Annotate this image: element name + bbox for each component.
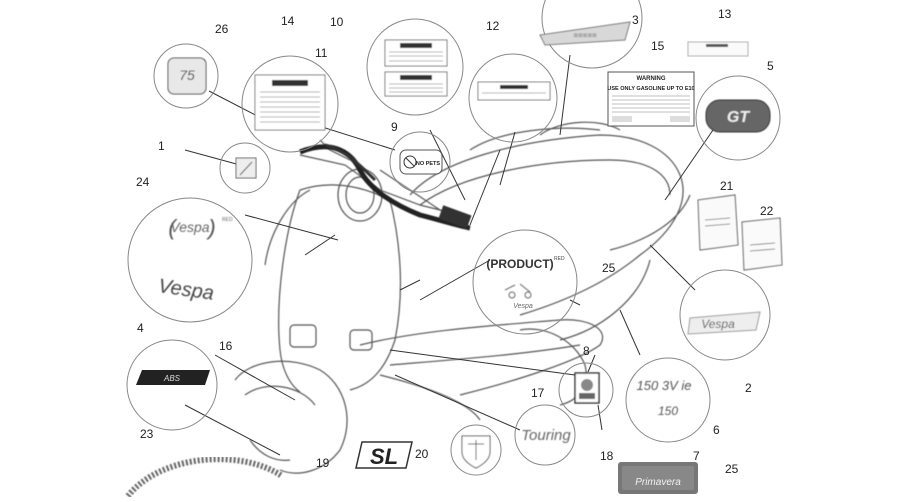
callout-10: 10 <box>330 15 344 29</box>
scooter-body-drawing <box>234 121 691 474</box>
decal-1 <box>235 157 257 179</box>
decal-19-sl: SL <box>355 441 413 469</box>
callout-7: 7 <box>693 449 700 463</box>
decal-5-gt-logo: GT <box>705 99 771 133</box>
vespa-script-2: Vespa <box>701 317 735 331</box>
no-pets-text: NO PETS <box>416 161 440 167</box>
callout-23: 23 <box>140 427 154 441</box>
sl-text: SL <box>370 444 398 469</box>
decal-23-arc-stripe <box>125 456 284 498</box>
svg-text:75: 75 <box>179 67 195 83</box>
callout-2: 2 <box>745 381 752 395</box>
callout-21: 21 <box>720 179 734 193</box>
decal-10-11-labels <box>384 39 448 97</box>
callout-19: 19 <box>316 456 330 470</box>
vespa-script-24: Vespa <box>170 219 209 235</box>
decal-24-vespa-red: ( Vespa ) RED <box>168 215 233 240</box>
decal-2-vespa-side: Vespa <box>687 311 761 335</box>
callout-circles <box>126 0 781 476</box>
decal-26-badge: 75 <box>167 57 207 95</box>
primavera-text: Primavera <box>635 477 681 488</box>
callout-14: 14 <box>281 14 295 28</box>
callout-8: 8 <box>583 344 590 358</box>
decal-16-abs: ABS <box>136 370 210 385</box>
callout-13: 13 <box>718 7 732 21</box>
handlebar-wiring <box>299 143 472 231</box>
warning-15-line1: USE ONLY GASOLINE UP TO E10 <box>607 86 694 92</box>
callout-26: 26 <box>215 22 229 36</box>
callout-11: 11 <box>315 46 328 60</box>
gt-text: GT <box>727 109 750 126</box>
leader-lines <box>179 54 714 456</box>
decal-20-shield <box>461 435 491 469</box>
callout-1: 1 <box>158 139 165 153</box>
decal-25-primavera: Primavera <box>618 462 698 494</box>
callout-12: 12 <box>486 19 500 33</box>
svg-text:): ) <box>205 215 215 240</box>
decal-13-label <box>687 41 749 57</box>
warning-15-title: WARNING <box>637 76 666 82</box>
callout-22: 22 <box>760 204 774 218</box>
decal-6-150ie: 150 3V ie <box>637 378 692 393</box>
callout-numbers: 1 2 3 4 5 6 7 8 9 10 11 12 13 14 15 16 1… <box>136 7 774 476</box>
decal-8-badge <box>574 372 600 404</box>
abs-text: ABS <box>163 374 181 383</box>
touring-text: Touring <box>521 427 571 444</box>
svg-text:(: ( <box>168 215 178 240</box>
callout-15: 15 <box>651 39 665 53</box>
callout-16: 16 <box>219 339 233 353</box>
red-sup-25: RED <box>554 256 565 262</box>
vespa-script-25: Vespa <box>513 303 533 310</box>
callout-25-product-red: 25 <box>602 261 616 275</box>
callout-4: 4 <box>137 321 144 335</box>
decal-3: ≡≡≡≡≡ <box>539 21 631 46</box>
callout-5: 5 <box>767 59 774 73</box>
callout-24: 24 <box>136 175 150 189</box>
decal-21-22-tags <box>697 194 783 271</box>
callout-18: 18 <box>600 449 614 463</box>
svg-text:≡≡≡≡≡: ≡≡≡≡≡ <box>573 31 597 40</box>
decal-14-warning-label <box>254 74 326 131</box>
decal-25-product-red: (PRODUCT) RED Vespa <box>486 256 565 310</box>
decal-12-label <box>477 81 551 101</box>
callout-6: 6 <box>713 423 720 437</box>
gts-150ie-text: 150 3V ie <box>637 378 692 393</box>
decal-17-touring: Touring <box>521 427 571 444</box>
gts-150-text: 150 <box>658 404 678 418</box>
callout-3: 3 <box>632 13 639 27</box>
vespa-script-4: Vespa <box>157 275 215 305</box>
decal-4-vespa-script: Vespa <box>157 275 215 305</box>
decal-9-no-pets: NO PETS <box>399 149 443 175</box>
callout-17: 17 <box>531 386 545 400</box>
callout-20: 20 <box>415 447 429 461</box>
decal-15-warning-label: WARNING USE ONLY GASOLINE UP TO E10 <box>607 71 695 127</box>
callout-25-primavera: 25 <box>725 462 739 476</box>
decal-7-150: 150 <box>658 404 678 418</box>
callout-9: 9 <box>391 120 398 134</box>
red-sup-24: RED <box>222 217 233 223</box>
product-red-text: (PRODUCT) <box>486 257 553 271</box>
